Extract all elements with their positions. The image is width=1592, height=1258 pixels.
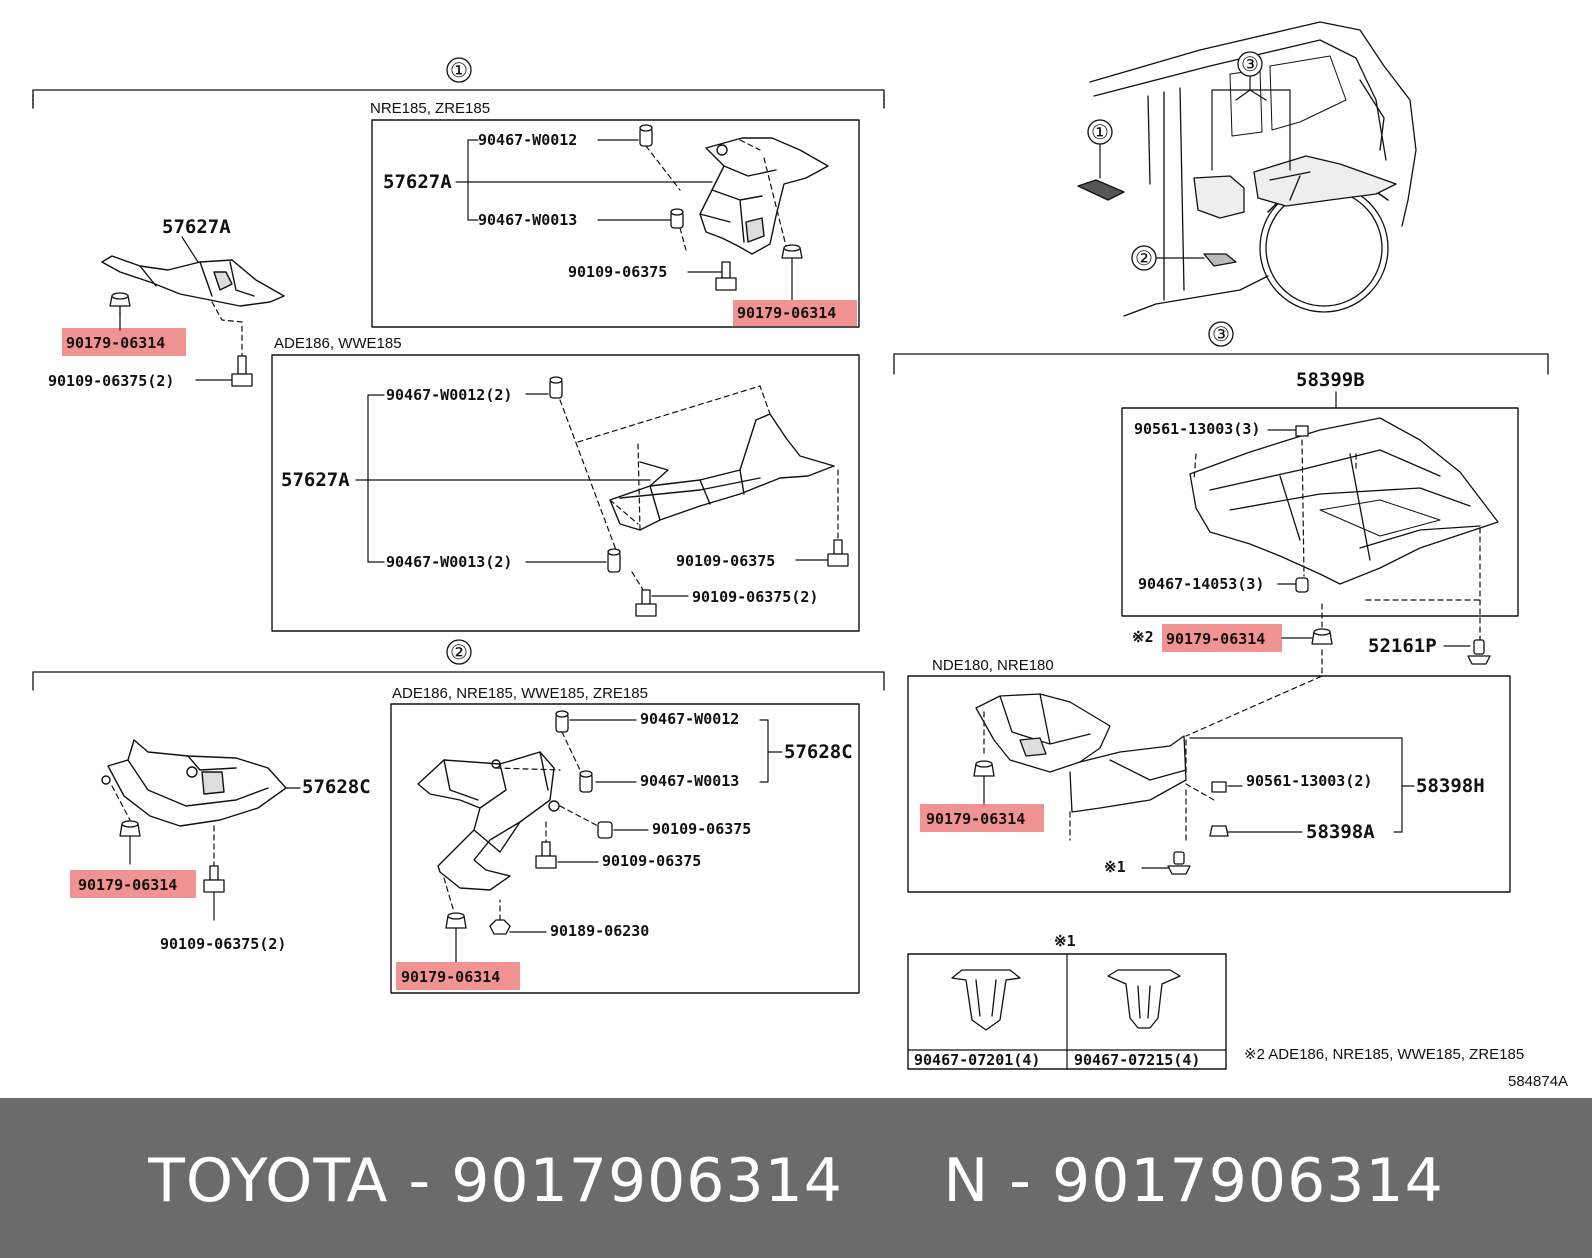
group-2-main-nut: 90179-06314 <box>78 876 177 894</box>
parts-diagram: ① 57627A 90179-06314 90109-06375(2) NRE1… <box>32 21 1569 1090</box>
nut-icon <box>973 760 1229 837</box>
group-1-main-bolts: 90109-06375(2) <box>48 372 174 390</box>
group-3: ③ 58399B 90561-13003(3) 90467-14053(3) ※… <box>893 321 1549 893</box>
grommet-icon <box>489 919 511 935</box>
car-markers: ① ② ③ <box>1087 51 1291 271</box>
undercover-part-57627a-nre <box>699 137 829 255</box>
push-clip-icon <box>1107 969 1181 1029</box>
undercover-part-57627a-ade <box>609 413 835 531</box>
undercover-part-57628c-left <box>101 739 287 827</box>
car-marker-2: ② <box>1135 248 1153 270</box>
group-3-box-nut-b: 90561-13003(2) <box>1246 772 1372 790</box>
bolt-icon <box>231 355 253 387</box>
group-2-box-assembly: 57628C <box>784 741 853 763</box>
box-nre-bolt: 90109-06375 <box>568 263 667 281</box>
clips-table-right-label: 90467-07215(4) <box>1074 1051 1200 1069</box>
box-nre-clip-a: 90467-W0012 <box>478 131 577 149</box>
box-58399b <box>1121 407 1519 617</box>
group-2-main-bolts: 90109-06375(2) <box>160 935 286 953</box>
box-ade-clip-a: 90467-W0012(2) <box>386 386 512 404</box>
highlight-box <box>70 870 196 898</box>
highlight-box <box>396 962 520 990</box>
car-marker-1: ① <box>1091 122 1109 144</box>
screw-icon <box>1467 639 1491 665</box>
group-2: ② 57628C 90179-06314 90109-06375(2) ADE1… <box>32 639 885 994</box>
car-marker-3: ③ <box>1241 54 1259 76</box>
clip-icon <box>1167 851 1191 875</box>
undercover-part-57627a-left <box>101 255 285 307</box>
clip-icon <box>555 710 593 793</box>
nut-icon <box>119 820 225 893</box>
group-3-box-title: NDE180, NRE180 <box>932 657 1054 674</box>
group-1-main-nuts: 90179-06314 <box>66 334 165 352</box>
box-nde180 <box>907 675 1511 893</box>
box-nre-clip-b: 90467-W0013 <box>478 211 577 229</box>
box-nre-assembly: 57627A <box>383 171 452 193</box>
note-2: ※2 ADE186, NRE185, WWE185, ZRE185 <box>1244 1046 1524 1063</box>
nut-icon <box>1295 425 1309 437</box>
group-3-box-sub: 58398A <box>1306 821 1375 843</box>
box-ade-clip-b: 90467-W0013(2) <box>386 553 512 571</box>
group-3-box-assembly: 58398H <box>1416 775 1485 797</box>
group-3-screw: 52161P <box>1368 635 1437 657</box>
highlight-box <box>1162 624 1282 652</box>
group-3-box-nut-highlight: 90179-06314 <box>926 810 1025 828</box>
push-clip-icon <box>951 969 1021 1031</box>
clips-table-left-label: 90467-07201(4) <box>914 1051 1040 1069</box>
group-3-marker: ③ <box>1212 324 1230 346</box>
group-1: ① 57627A 90179-06314 90109-06375(2) NRE1… <box>32 57 885 632</box>
group-2-box-bolt-b: 90109-06375 <box>602 852 701 870</box>
group-2-box-bolt-a: 90109-06375 <box>652 820 751 838</box>
group-2-main-label: 57628C <box>302 776 371 798</box>
group-3-clip: 90467-14053(3) <box>1138 575 1264 593</box>
clips-table-title: ※1 <box>1054 932 1076 950</box>
highlight-box <box>733 300 857 326</box>
part-number-title: TOYOTA - 9017906314 N - 9017906314 <box>148 1146 1444 1216</box>
clip-icon <box>1295 577 1309 593</box>
box-nre185 <box>371 119 860 328</box>
group-2-box-grommet: 90189-06230 <box>550 922 649 940</box>
group-2-box-title: ADE186, NRE185, WWE185, ZRE185 <box>392 685 648 702</box>
highlight-box <box>920 804 1044 832</box>
group-2-box-clip-b: 90467-W0013 <box>640 772 739 790</box>
undercover-part-58399b <box>1189 417 1499 585</box>
clip-icon <box>639 124 684 229</box>
box-ade186 <box>271 354 860 632</box>
group-1-main-label: 57627A <box>162 216 231 238</box>
group-2-box-nut: 90179-06314 <box>401 968 500 986</box>
box-nre-nut: 90179-06314 <box>737 304 836 322</box>
footer-bar: TOYOTA - 9017906314 N - 9017906314 <box>0 1098 1592 1258</box>
box-nre-title: NRE185, ZRE185 <box>370 100 490 117</box>
reference-code: 584874A <box>1508 1073 1568 1090</box>
group-3-nut-highlight: 90179-06314 <box>1166 630 1265 648</box>
box-ade-bolt-b: 90109-06375(2) <box>692 588 818 606</box>
undercover-part-57628c-box <box>417 751 560 891</box>
clip-icon <box>549 376 621 573</box>
box-group-2 <box>390 703 860 994</box>
nut-icon <box>445 912 467 929</box>
undercover-part-58398h <box>975 693 1187 813</box>
nut-icon <box>109 292 131 307</box>
bolt-icon <box>635 539 849 617</box>
group-3-note2-prefix: ※2 <box>1132 628 1154 646</box>
clips-table: ※1 90467-07201(4) 90467-07215(4) <box>907 932 1227 1070</box>
group-2-marker: ② <box>450 642 468 664</box>
group-2-box-clip-a: 90467-W0012 <box>640 710 739 728</box>
group-3-box-clip-mark: ※1 <box>1104 858 1126 876</box>
box-ade-bolt-a: 90109-06375 <box>676 552 775 570</box>
group-3-main-label: 58399B <box>1296 369 1365 391</box>
bolt-icon <box>715 244 803 291</box>
highlight-box <box>62 328 186 356</box>
group-1-marker: ① <box>450 60 468 82</box>
box-ade-title: ADE186, WWE185 <box>274 335 402 352</box>
nut-icon <box>1311 628 1333 645</box>
box-ade-assembly: 57627A <box>281 469 350 491</box>
group-3-nut-a: 90561-13003(3) <box>1134 420 1260 438</box>
bolt-icon <box>535 821 613 869</box>
